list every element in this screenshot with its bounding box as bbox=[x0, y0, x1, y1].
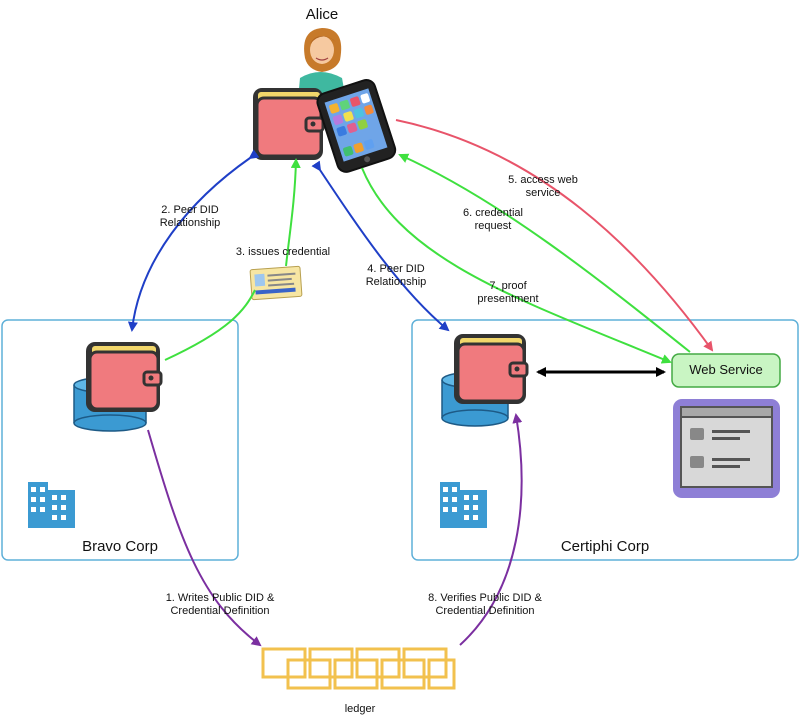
bravo-wallet-icon bbox=[86, 342, 163, 412]
step4-label: 4. Peer DID Relationship bbox=[356, 263, 436, 289]
step1-label: 1. Writes Public DID & Credential Defini… bbox=[150, 592, 290, 618]
step3-line1: 3. issues credential bbox=[235, 246, 331, 258]
certiphi-building-icon bbox=[440, 482, 487, 528]
credential-card-icon bbox=[249, 265, 303, 301]
arrow-step4-peer-did bbox=[311, 160, 450, 332]
step2-label: 2. Peer DID Relationship bbox=[150, 204, 230, 230]
web-service-label: Web Service bbox=[689, 362, 763, 377]
step8-line1: 8. Verifies Public DID & bbox=[428, 592, 542, 604]
step4-line1: 4. Peer DID bbox=[367, 263, 425, 275]
certiphi-wallet-icon bbox=[454, 334, 529, 404]
step6-label: 6. credential request bbox=[453, 207, 533, 233]
phone-icon bbox=[316, 79, 397, 173]
web-service-box bbox=[671, 353, 781, 388]
arrow-step7-proof-presentment bbox=[361, 167, 672, 364]
step8-label: 8. Verifies Public DID & Credential Defi… bbox=[410, 592, 560, 618]
step5-label: 5. access web service bbox=[503, 174, 583, 200]
ledger-chain-icon bbox=[261, 647, 456, 690]
arrow-step1-writes-did bbox=[147, 429, 262, 647]
bravo-corp-label: Bravo Corp bbox=[82, 538, 158, 555]
arrow-step2-peer-did bbox=[127, 149, 260, 332]
alice-wallet-icon bbox=[253, 88, 325, 160]
step7-line2: presentment bbox=[477, 293, 539, 305]
browser-window-icon bbox=[673, 399, 780, 498]
arrow-step8-verifies-did bbox=[459, 413, 523, 646]
step3-label: 3. issues credential bbox=[228, 246, 338, 259]
step2-line2: Relationship bbox=[159, 217, 221, 229]
certiphi-corp-box bbox=[411, 319, 799, 561]
step7-line1: 7. proof bbox=[489, 280, 527, 292]
step8-line2: Credential Definition bbox=[435, 605, 535, 617]
step5-line1: 5. access web bbox=[508, 174, 578, 186]
bravo-building-icon bbox=[28, 482, 75, 528]
step2-line1: 2. Peer DID bbox=[161, 204, 219, 216]
alice-label: Alice bbox=[305, 6, 339, 23]
arrow-step3-issues-credential bbox=[164, 160, 296, 361]
step6-line1: 6. credential bbox=[463, 207, 523, 219]
step4-line2: Relationship bbox=[365, 276, 427, 288]
certiphi-corp-label: Certiphi Corp bbox=[560, 538, 650, 555]
step7-label: 7. proof presentment bbox=[463, 280, 553, 306]
step5-line2: service bbox=[525, 187, 561, 199]
ledger-label: ledger bbox=[344, 703, 376, 715]
step1-line1: 1. Writes Public DID & bbox=[165, 592, 275, 604]
arrow-step6-credential-request bbox=[398, 153, 691, 353]
step6-line2: request bbox=[474, 220, 512, 232]
bravo-corp-box bbox=[1, 319, 239, 561]
step1-line2: Credential Definition bbox=[170, 605, 270, 617]
arrow-step5-access-web-service bbox=[395, 119, 714, 352]
